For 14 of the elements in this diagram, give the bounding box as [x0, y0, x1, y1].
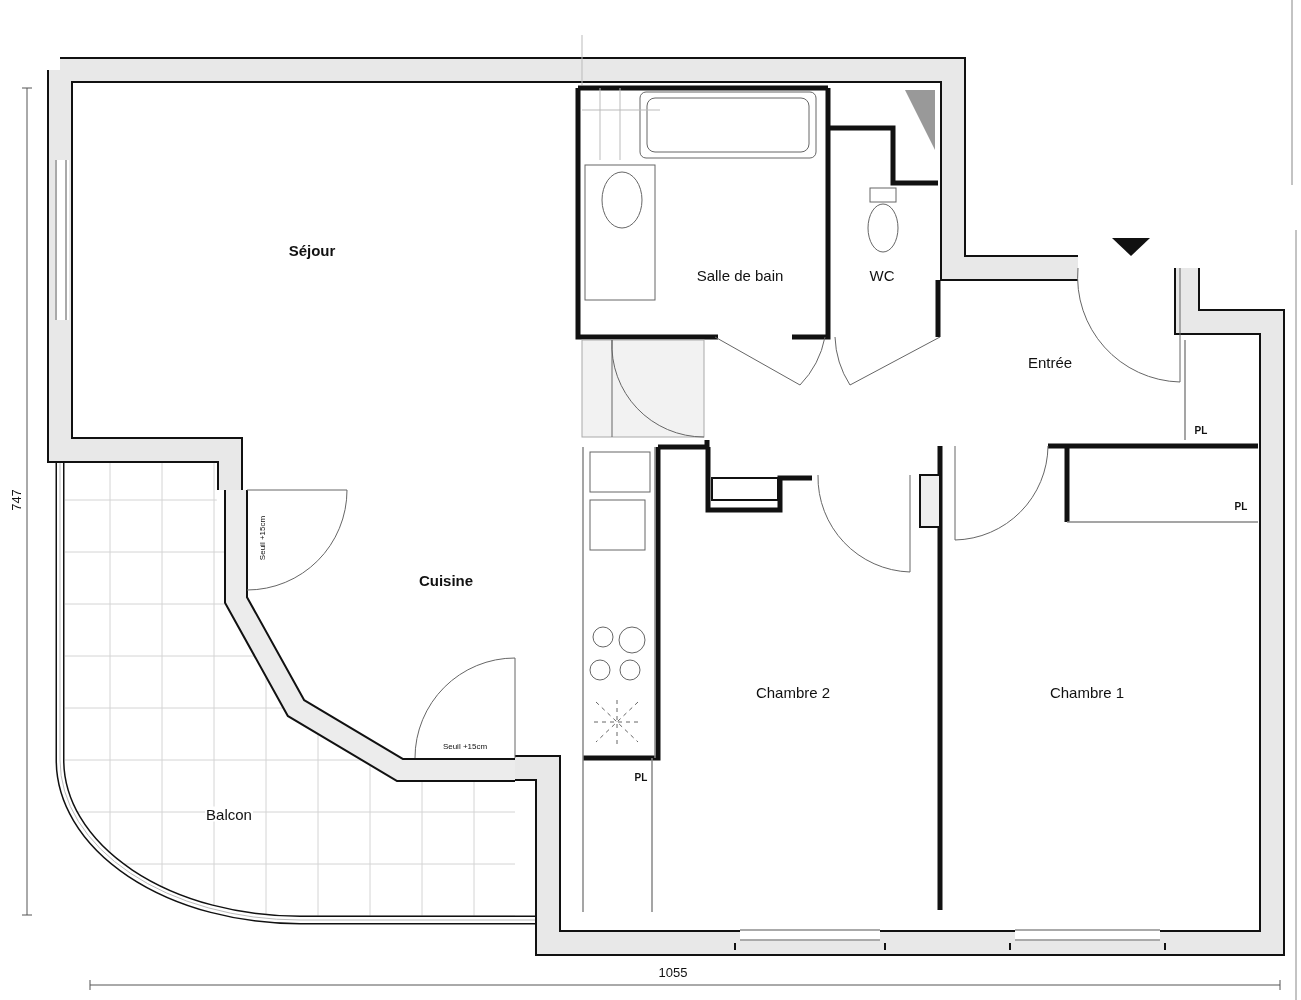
- room-label: Chambre 1: [1048, 684, 1126, 700]
- shaft-label: PL: [1193, 426, 1209, 436]
- room-label: Salle de bain: [695, 267, 785, 283]
- room-label: Chambre 2: [754, 684, 832, 700]
- room-label: Séjour: [287, 242, 337, 258]
- shaft-label: PL: [1233, 502, 1249, 512]
- room-label: Entrée: [1026, 354, 1074, 370]
- room-label: Balcon: [205, 806, 253, 822]
- shaft-label: PL: [633, 773, 649, 783]
- dimension-value: 1055: [657, 965, 689, 979]
- threshold-note: Seuil +15cm: [441, 743, 489, 751]
- threshold-note: Seuil +15cm: [259, 514, 267, 562]
- room-label: Cuisine: [417, 572, 475, 588]
- dimension-value: 747: [9, 488, 23, 512]
